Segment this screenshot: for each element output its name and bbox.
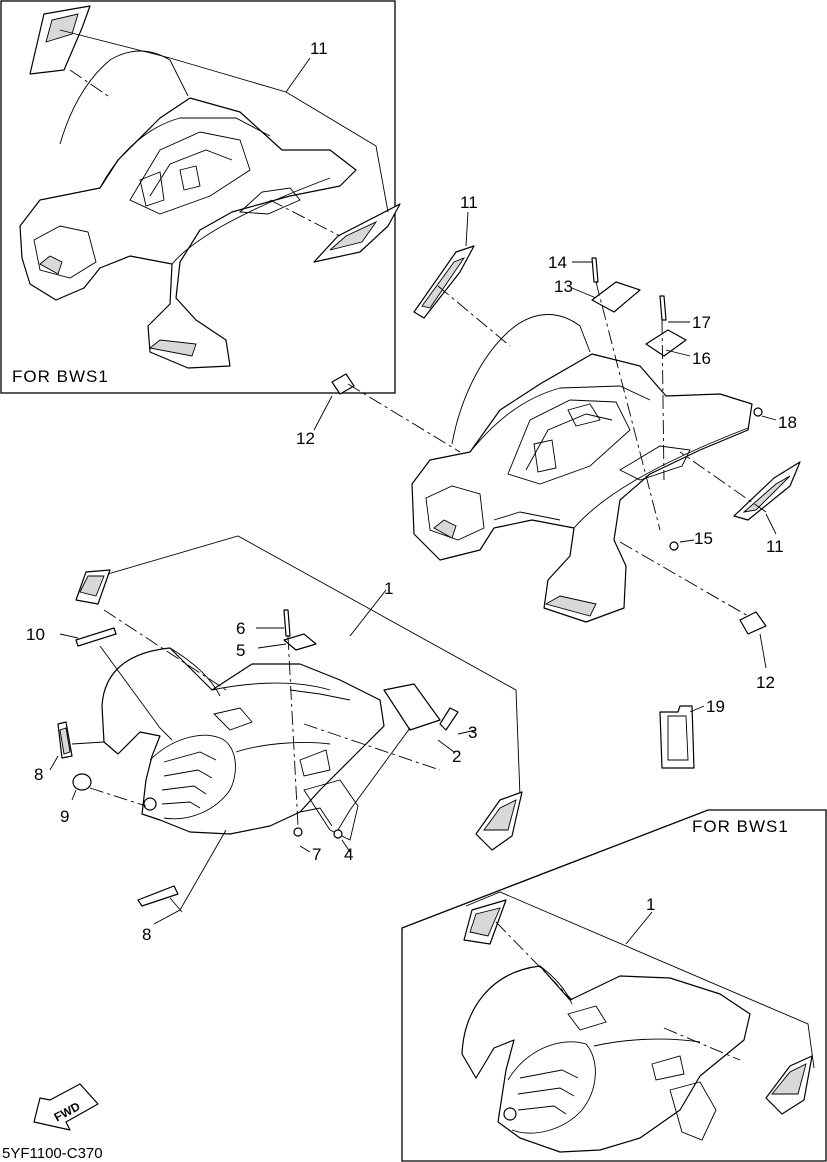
front-clip-6 [283, 609, 291, 637]
br-front-fender-body [461, 965, 751, 1153]
callout-10: 10 [26, 625, 45, 644]
callout-14: 14 [548, 253, 567, 272]
rear-fender-assembly: 11 14 13 17 16 18 12 15 11 12 [296, 193, 801, 692]
callout-18: 18 [778, 413, 797, 432]
rear-decal-12-right [739, 611, 767, 635]
panel-caption-bottom-right: FOR BWS1 [692, 817, 789, 836]
rear-grommet-18 [753, 407, 763, 417]
front-side-panel-2 [383, 683, 441, 731]
rear-label-13 [591, 281, 641, 313]
rear-decal-11-right [733, 461, 801, 521]
callout-12-left: 12 [296, 429, 315, 448]
callout-7: 7 [312, 845, 321, 864]
callout-1-bws1: 1 [646, 895, 655, 914]
callout-8-upper: 8 [34, 765, 43, 784]
callout-3: 3 [468, 723, 477, 742]
label-19 [659, 705, 695, 769]
callout-9: 9 [60, 807, 69, 826]
label-19-group: 19 [659, 697, 725, 769]
front-reflector-9 [72, 773, 92, 791]
rear-fender-body [411, 353, 753, 623]
fwd-arrow: FWD [33, 1083, 99, 1131]
rear-clip-17 [659, 295, 667, 321]
callout-5: 5 [236, 641, 245, 660]
rear-grommet-15 [669, 541, 679, 551]
front-decal-10 [75, 627, 117, 647]
front-fender-assembly: 1 10 6 5 3 2 8 9 7 4 8 [26, 535, 523, 944]
callout-19: 19 [706, 697, 725, 716]
callout-1-front: 1 [384, 579, 393, 598]
fwd-arrow-icon [33, 1083, 99, 1131]
callout-16: 16 [692, 349, 711, 368]
callout-2: 2 [452, 747, 461, 766]
callout-4: 4 [344, 845, 353, 864]
callout-12-right: 12 [756, 673, 775, 692]
front-grommet-4 [333, 829, 343, 839]
callout-11-topleft: 11 [310, 39, 328, 58]
callout-13: 13 [554, 277, 573, 296]
rear-decal-12-left [331, 373, 355, 395]
tl-fender-body [19, 97, 357, 369]
front-grommet-7 [293, 827, 303, 837]
panel-caption-top-left: FOR BWS1 [12, 367, 109, 386]
callout-15: 15 [694, 529, 713, 548]
callout-17: 17 [692, 313, 711, 332]
callout-8-lower: 8 [142, 925, 151, 944]
front-label-5 [283, 633, 317, 651]
bws1-front-fender-panel: 1 FOR BWS1 [401, 809, 827, 1162]
callout-11-right: 11 [766, 537, 784, 556]
bws1-rear-fender-panel: 11 FOR BWS1 [0, 0, 401, 394]
front-clip-3 [439, 707, 459, 731]
diagram-code: 5YF1100-C370 [2, 1145, 103, 1162]
rear-label-16 [645, 329, 687, 357]
callout-6: 6 [236, 619, 245, 638]
callout-11-top: 11 [460, 193, 478, 212]
rear-clip-14 [591, 257, 599, 283]
front-decal-8-lower [137, 885, 179, 907]
